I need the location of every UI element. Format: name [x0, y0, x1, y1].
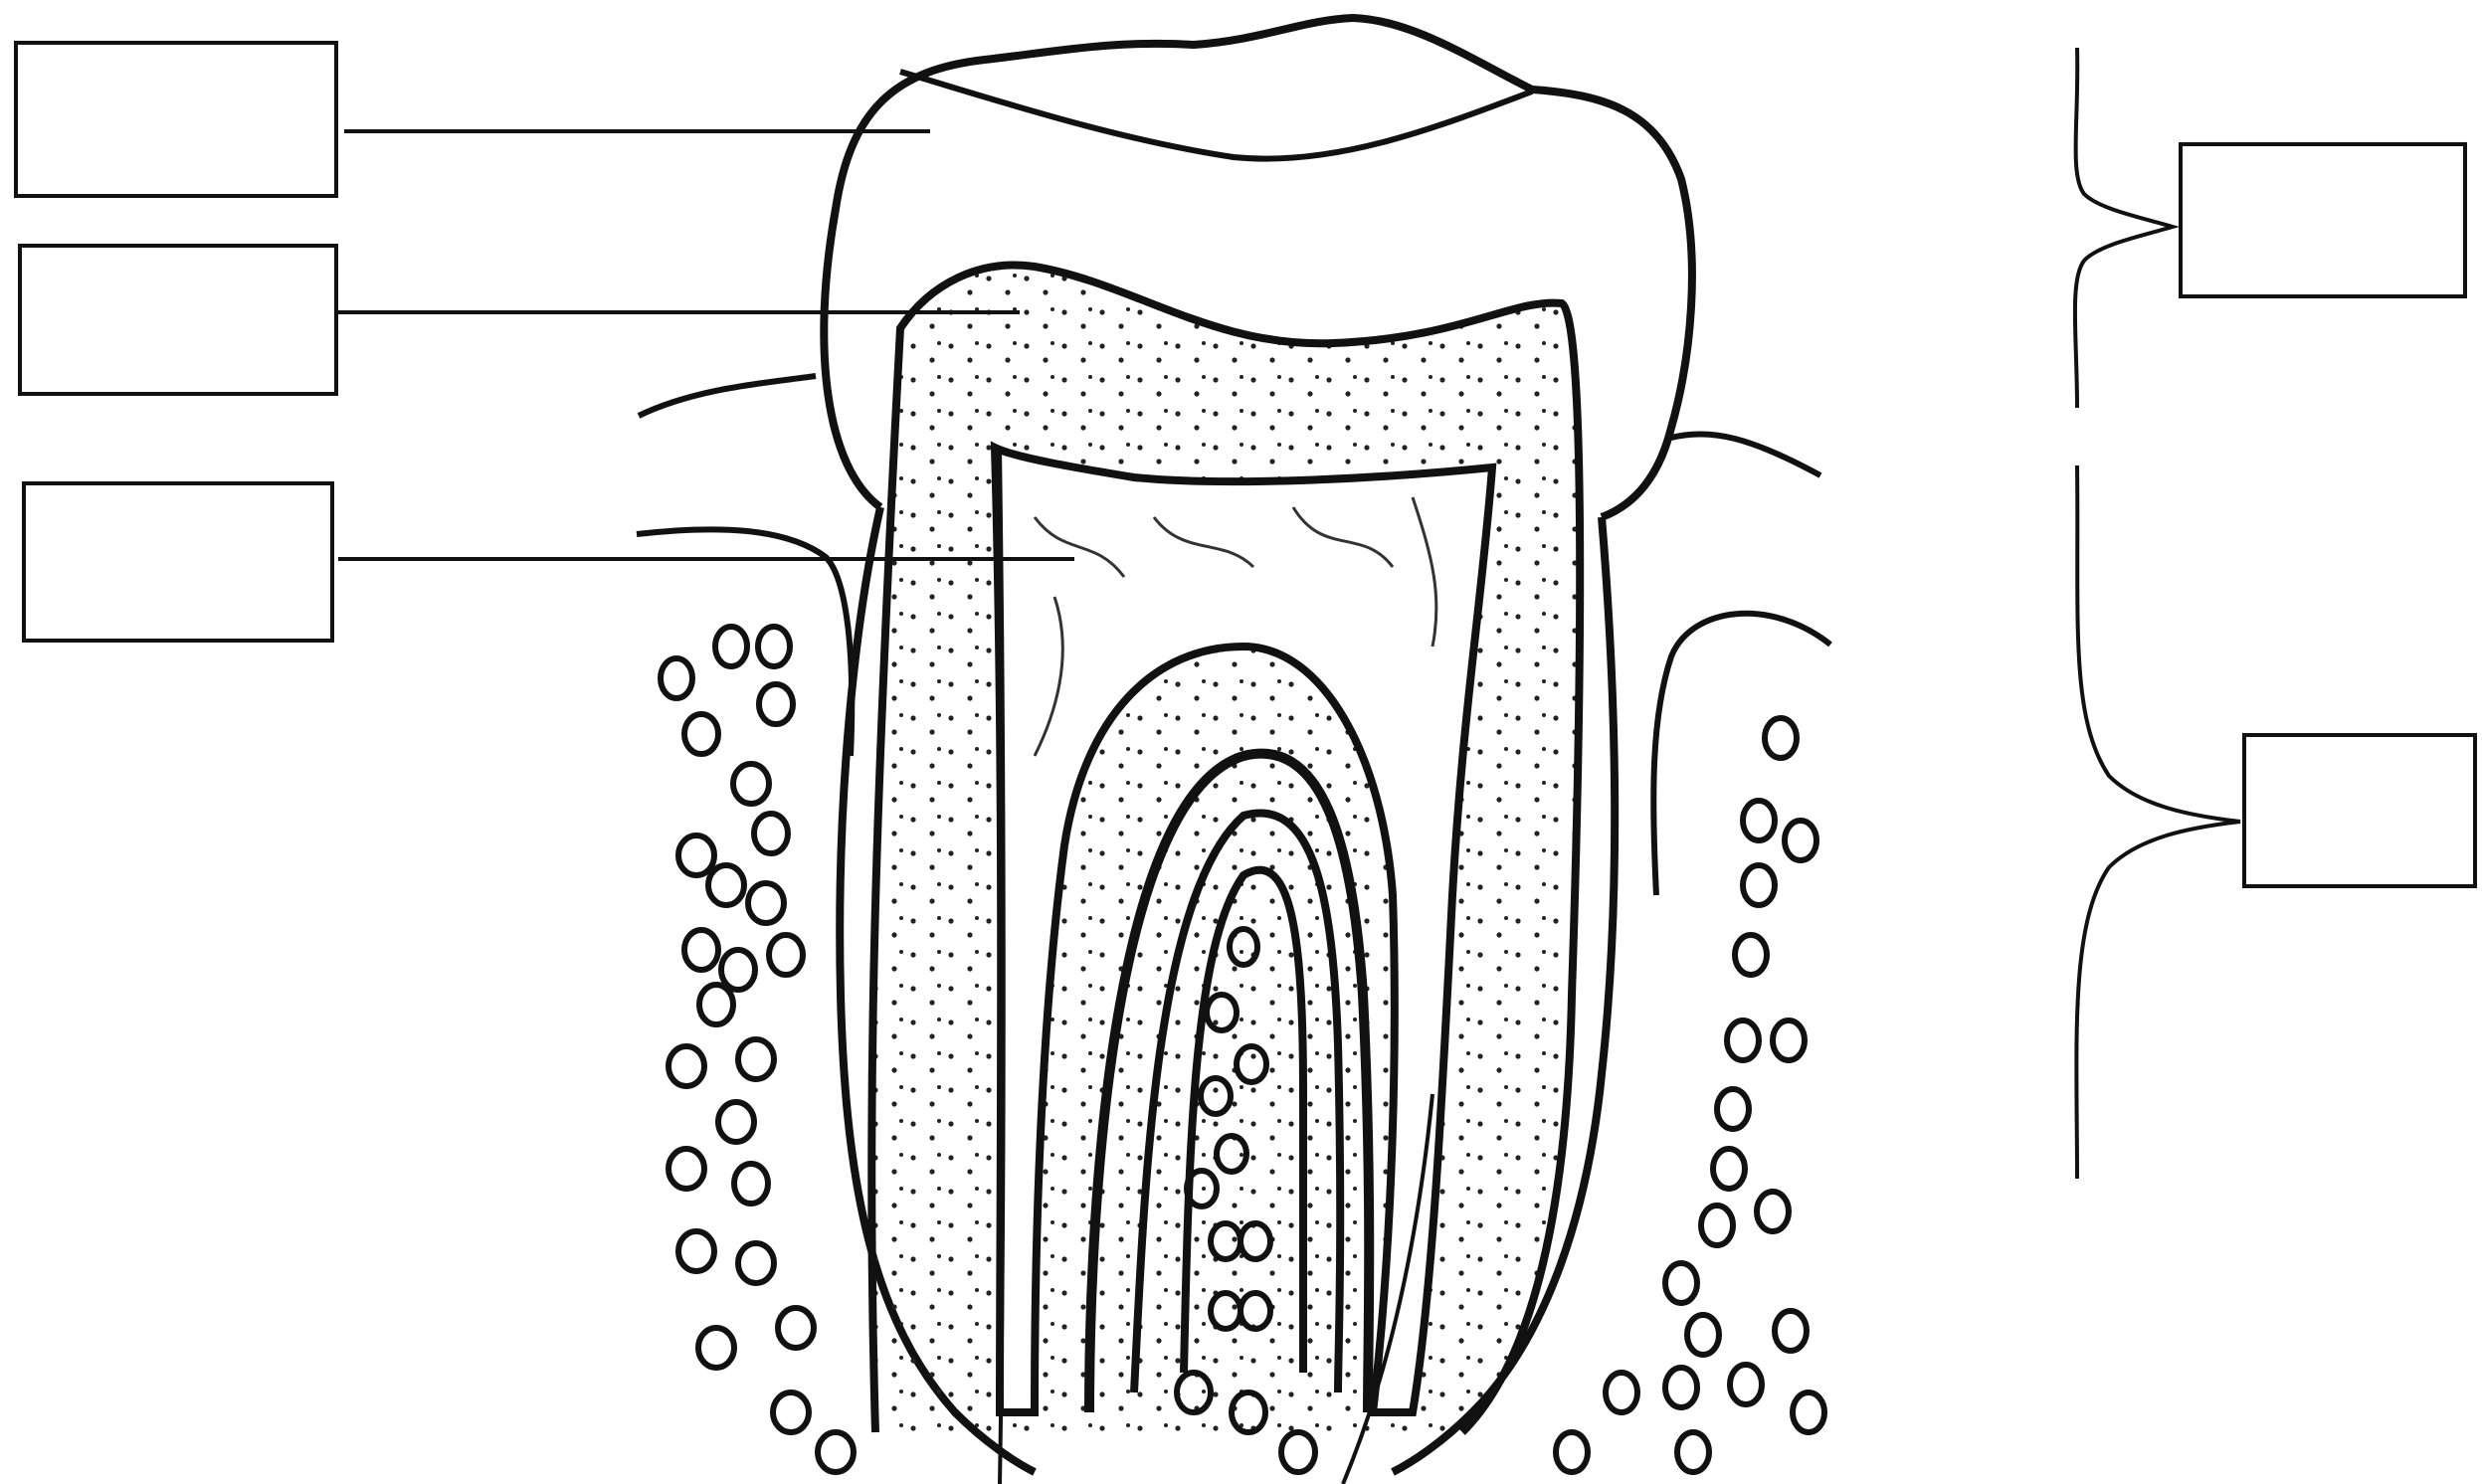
- label-box-dentin[interactable]: [18, 244, 338, 396]
- bracket-root: [2076, 465, 2240, 1179]
- label-box-pulp[interactable]: [22, 481, 334, 643]
- bracket-crown: [2075, 48, 2173, 408]
- gum-line-left: [639, 376, 816, 416]
- gum-line-right-inner: [1653, 614, 1830, 895]
- label-box-crown[interactable]: [2179, 142, 2467, 298]
- occlusal-line: [900, 72, 1532, 159]
- bone-cells-left: [661, 627, 854, 1472]
- label-box-enamel[interactable]: [14, 41, 338, 198]
- gum-line-right: [1671, 434, 1820, 475]
- label-box-root[interactable]: [2242, 733, 2477, 888]
